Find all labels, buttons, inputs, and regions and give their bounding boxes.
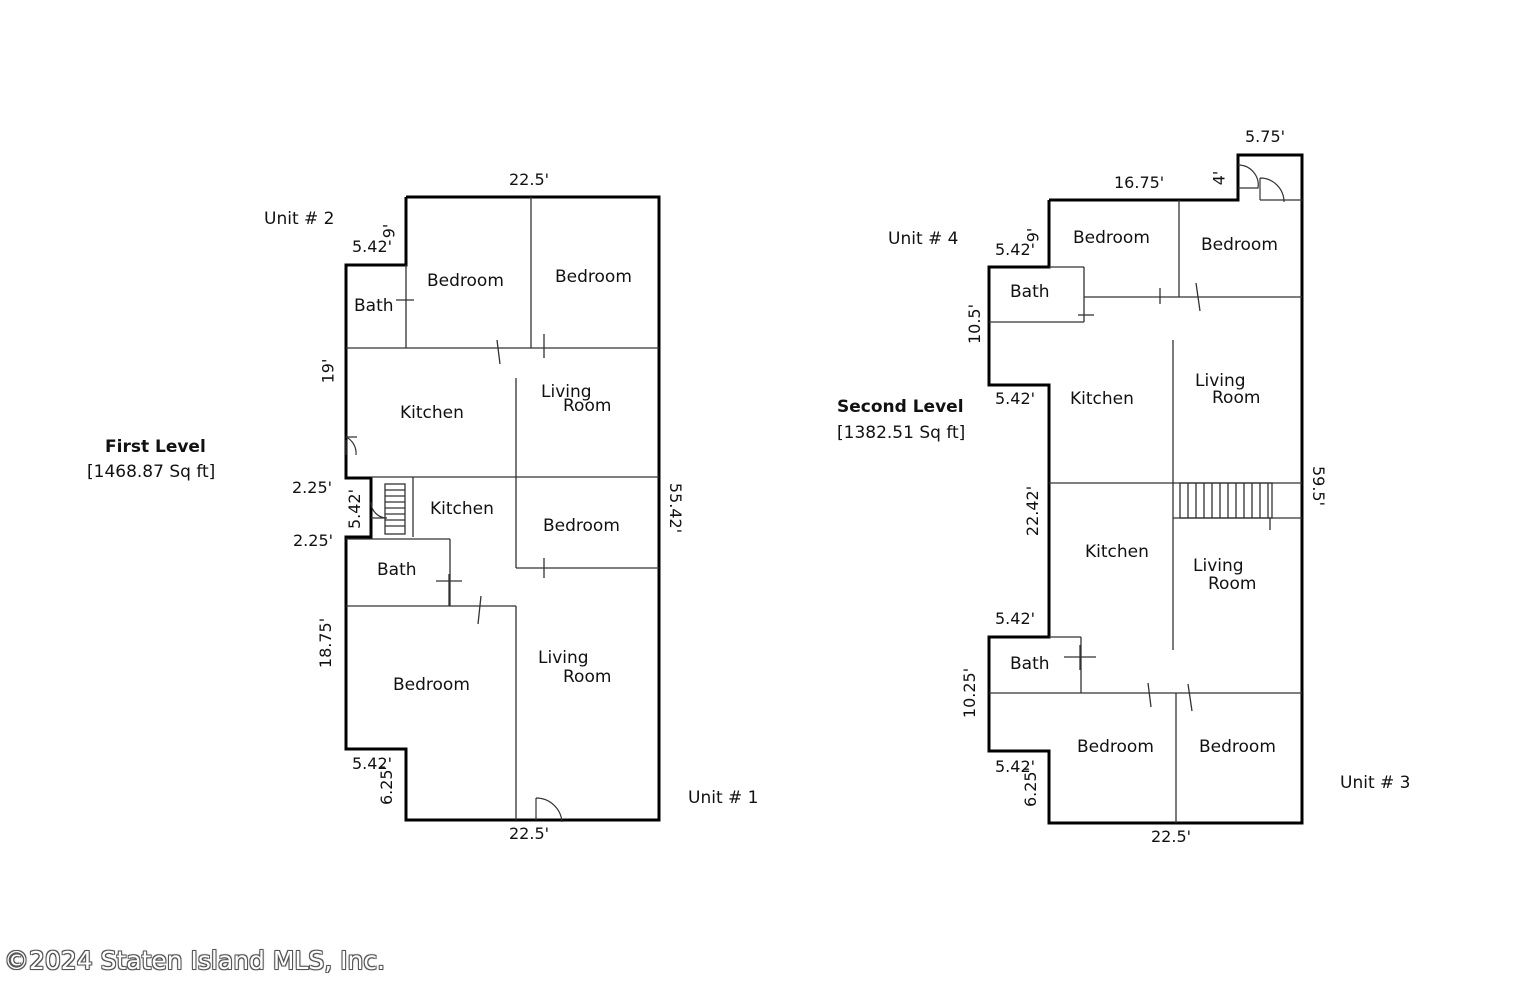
first-unit-top-label: Unit # 2 bbox=[264, 209, 335, 229]
second-room-living-bottom: Living bbox=[1193, 556, 1244, 576]
second-dim-four: 4' bbox=[1209, 170, 1229, 186]
second-dim-entry: 5.75' bbox=[1245, 127, 1286, 146]
first-dim-step-b: 2.25' bbox=[293, 531, 334, 550]
first-dim-eighteen: 18.75' bbox=[316, 617, 336, 669]
first-dim-stair: 5.42' bbox=[345, 488, 365, 530]
first-dim-notch-top: 5.42' bbox=[352, 237, 393, 256]
second-room-bedroom-a: Bedroom bbox=[1073, 228, 1150, 248]
second-room-living-top: Living bbox=[1195, 371, 1246, 391]
second-dim-notch-top: 5.42' bbox=[995, 240, 1036, 259]
first-dim-step-a: 2.25' bbox=[292, 478, 333, 497]
copyright-watermark: ©2024 Staten Island MLS, Inc. bbox=[4, 946, 386, 975]
first-level-title: First Level bbox=[105, 437, 206, 457]
second-room-living-top-2: Room bbox=[1212, 388, 1261, 408]
second-dim-ten-five: 10.5' bbox=[965, 303, 985, 345]
first-level-area: [1468.87 Sq ft] bbox=[87, 462, 216, 482]
first-room-bath-top: Bath bbox=[354, 296, 394, 316]
first-room-bedroom-bottom: Bedroom bbox=[393, 675, 470, 695]
first-level-plan bbox=[344, 195, 661, 823]
second-room-bedroom-d: Bedroom bbox=[1199, 737, 1276, 757]
first-room-kitchen-mid: Kitchen bbox=[430, 499, 494, 519]
second-room-kitchen-bottom: Kitchen bbox=[1085, 542, 1149, 562]
second-dim-six: 6.25' bbox=[1021, 766, 1041, 808]
second-dim-notch-bottom: 5.42' bbox=[995, 757, 1036, 776]
first-room-kitchen-top: Kitchen bbox=[400, 403, 464, 423]
first-dim-top: 22.5' bbox=[509, 170, 550, 189]
first-room-living-bottom-2: Room bbox=[563, 667, 612, 687]
second-room-bath-bottom: Bath bbox=[1010, 654, 1050, 674]
second-room-bath-top: Bath bbox=[1010, 282, 1050, 302]
second-unit-top-label: Unit # 4 bbox=[888, 229, 959, 249]
first-dim-nineteen: 19' bbox=[318, 358, 338, 384]
second-unit-bottom-label: Unit # 3 bbox=[1340, 773, 1411, 793]
first-dim-right: 55.42' bbox=[666, 482, 686, 534]
second-dim-notch-mid: 5.42' bbox=[995, 389, 1036, 408]
second-room-living-bottom-2: Room bbox=[1208, 574, 1257, 594]
first-dim-bottom: 22.5' bbox=[509, 824, 550, 843]
second-level-area: [1382.51 Sq ft] bbox=[837, 423, 966, 443]
second-room-kitchen-top: Kitchen bbox=[1070, 389, 1134, 409]
first-room-bedroom-b: Bedroom bbox=[555, 267, 632, 287]
second-level-outer-wall bbox=[987, 153, 1304, 825]
second-room-bedroom-b: Bedroom bbox=[1201, 235, 1278, 255]
second-dim-notch-low: 5.42' bbox=[995, 609, 1036, 628]
second-level-title: Second Level bbox=[837, 397, 964, 417]
first-level-outer-wall bbox=[344, 195, 661, 822]
first-dim-six: 6.25' bbox=[377, 764, 397, 806]
second-level-plan bbox=[987, 153, 1304, 825]
second-dim-ten-quarter: 10.25' bbox=[960, 667, 980, 719]
first-room-living-top-2: Room bbox=[563, 396, 612, 416]
first-unit-bottom-label: Unit # 1 bbox=[688, 788, 759, 808]
second-dim-right: 59.5' bbox=[1309, 465, 1329, 507]
second-dim-top: 16.75' bbox=[1114, 173, 1165, 192]
first-room-living-top: Living bbox=[541, 382, 592, 402]
second-dim-bottom: 22.5' bbox=[1151, 827, 1192, 846]
first-room-living-bottom: Living bbox=[538, 648, 589, 668]
first-room-bath-bottom: Bath bbox=[377, 560, 417, 580]
first-room-bedroom-mid: Bedroom bbox=[543, 516, 620, 536]
first-dim-notch-bottom: 5.42' bbox=[352, 754, 393, 773]
first-room-bedroom-a: Bedroom bbox=[427, 271, 504, 291]
second-dim-twenty-two: 22.42' bbox=[1023, 485, 1043, 537]
second-room-bedroom-c: Bedroom bbox=[1077, 737, 1154, 757]
